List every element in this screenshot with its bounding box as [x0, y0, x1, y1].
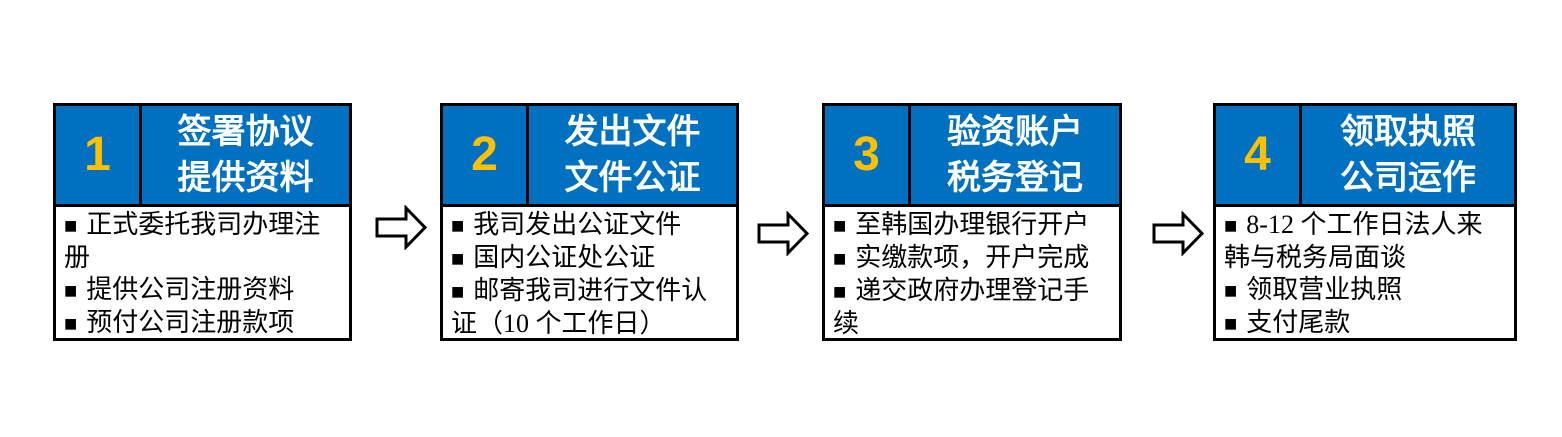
arrow-right-icon: [757, 211, 809, 256]
step-item: ■ 支付尾款: [1224, 307, 1508, 340]
step-1-number: 1: [56, 106, 142, 204]
step-item: ■ 实缴款项，开户完成: [833, 242, 1113, 275]
step-3-header: 3 验资账户 税务登记: [825, 106, 1119, 207]
step-item-text: 8-12 个工作日法人来韩与税务局面谈: [1224, 210, 1483, 272]
arrow-right-icon: [375, 205, 427, 250]
step-item-text: 我司发出公证文件: [473, 210, 682, 239]
step-box-4: 4 领取执照 公司运作 ■8-12 个工作日法人来韩与税务局面谈 ■领取营业执照…: [1213, 103, 1517, 341]
step-3-title-line1: 验资账户: [947, 113, 1083, 151]
step-item: ■ 领取营业执照: [1224, 274, 1508, 307]
step-item-text: 预付公司注册款项: [86, 308, 295, 337]
step-1-title-line2: 提供资料: [177, 159, 314, 197]
step-item: ■ 预付公司注册款项: [64, 307, 343, 340]
step-item-text: 正式委托我司办理注册: [64, 210, 321, 272]
step-item-text: 递交政府办理登记手续: [833, 276, 1090, 338]
step-4-number: 4: [1216, 106, 1302, 204]
square-bullet-icon: ■: [64, 311, 78, 336]
step-4-title-line1: 领取执照: [1340, 113, 1476, 151]
square-bullet-icon: ■: [1224, 278, 1238, 303]
step-item-text: 实缴款项，开户完成: [855, 243, 1090, 272]
step-item: ■8-12 个工作日法人来韩与税务局面谈: [1224, 209, 1508, 274]
step-1-header: 1 签署协议 提供资料: [56, 106, 349, 207]
step-4-header: 4 领取执照 公司运作: [1216, 106, 1514, 207]
step-2-title: 发出文件 文件公证: [529, 106, 736, 204]
square-bullet-icon: ■: [451, 279, 465, 304]
step-3-body: ■至韩国办理银行开户 ■实缴款项，开户完成 ■递交政府办理登记手续: [825, 207, 1119, 340]
square-bullet-icon: ■: [833, 246, 847, 271]
square-bullet-icon: ■: [451, 213, 465, 238]
step-item-text: 至韩国办理银行开户: [855, 210, 1090, 239]
step-item: ■ 我司发出公证文件: [451, 209, 730, 242]
step-2-number: 2: [443, 106, 529, 204]
step-item-text: 支付尾款: [1246, 308, 1351, 337]
step-3-title-line2: 税务登记: [947, 159, 1083, 197]
step-3-number: 3: [825, 106, 911, 204]
step-2-body: ■我司发出公证文件 ■国内公证处公证 ■邮寄我司进行文件认证（10 个工作日）: [443, 207, 736, 340]
step-4-title-line2: 公司运作: [1340, 159, 1476, 197]
square-bullet-icon: ■: [833, 279, 847, 304]
square-bullet-icon: ■: [1224, 213, 1238, 238]
step-item: ■ 至韩国办理银行开户: [833, 209, 1113, 242]
step-item-text: 提供公司注册资料: [86, 275, 295, 304]
step-4-title: 领取执照 公司运作: [1302, 106, 1514, 204]
square-bullet-icon: ■: [64, 213, 78, 238]
step-item: ■递交政府办理登记手续: [833, 275, 1113, 340]
step-item: ■正式委托我司办理注册: [64, 209, 343, 274]
step-box-1: 1 签署协议 提供资料 ■正式委托我司办理注册 ■提供公司注册资料 ■预付公司注…: [53, 103, 352, 341]
square-bullet-icon: ■: [833, 213, 847, 238]
step-box-2: 2 发出文件 文件公证 ■我司发出公证文件 ■国内公证处公证 ■邮寄我司进行文件…: [440, 103, 739, 341]
step-box-3: 3 验资账户 税务登记 ■至韩国办理银行开户 ■实缴款项，开户完成 ■递交政府办…: [822, 103, 1122, 341]
step-item-text: 国内公证处公证: [473, 243, 656, 272]
step-item-text: 邮寄我司进行文件认证（10 个工作日）: [451, 276, 708, 338]
step-2-title-line1: 发出文件: [564, 113, 701, 151]
step-1-title-line1: 签署协议: [177, 113, 314, 151]
square-bullet-icon: ■: [1224, 311, 1238, 336]
step-item: ■ 提供公司注册资料: [64, 274, 343, 307]
step-3-title: 验资账户 税务登记: [911, 106, 1119, 204]
step-2-header: 2 发出文件 文件公证: [443, 106, 736, 207]
step-2-title-line2: 文件公证: [564, 159, 701, 197]
step-item: ■邮寄我司进行文件认证（10 个工作日）: [451, 275, 730, 340]
step-item-text: 领取营业执照: [1246, 275, 1403, 304]
step-1-body: ■正式委托我司办理注册 ■提供公司注册资料 ■预付公司注册款项: [56, 207, 349, 340]
step-4-body: ■8-12 个工作日法人来韩与税务局面谈 ■领取营业执照 ■支付尾款: [1216, 207, 1514, 340]
step-1-title: 签署协议 提供资料: [142, 106, 349, 204]
arrow-right-icon: [1152, 211, 1204, 256]
step-item: ■ 国内公证处公证: [451, 242, 730, 275]
square-bullet-icon: ■: [64, 278, 78, 303]
square-bullet-icon: ■: [451, 246, 465, 271]
